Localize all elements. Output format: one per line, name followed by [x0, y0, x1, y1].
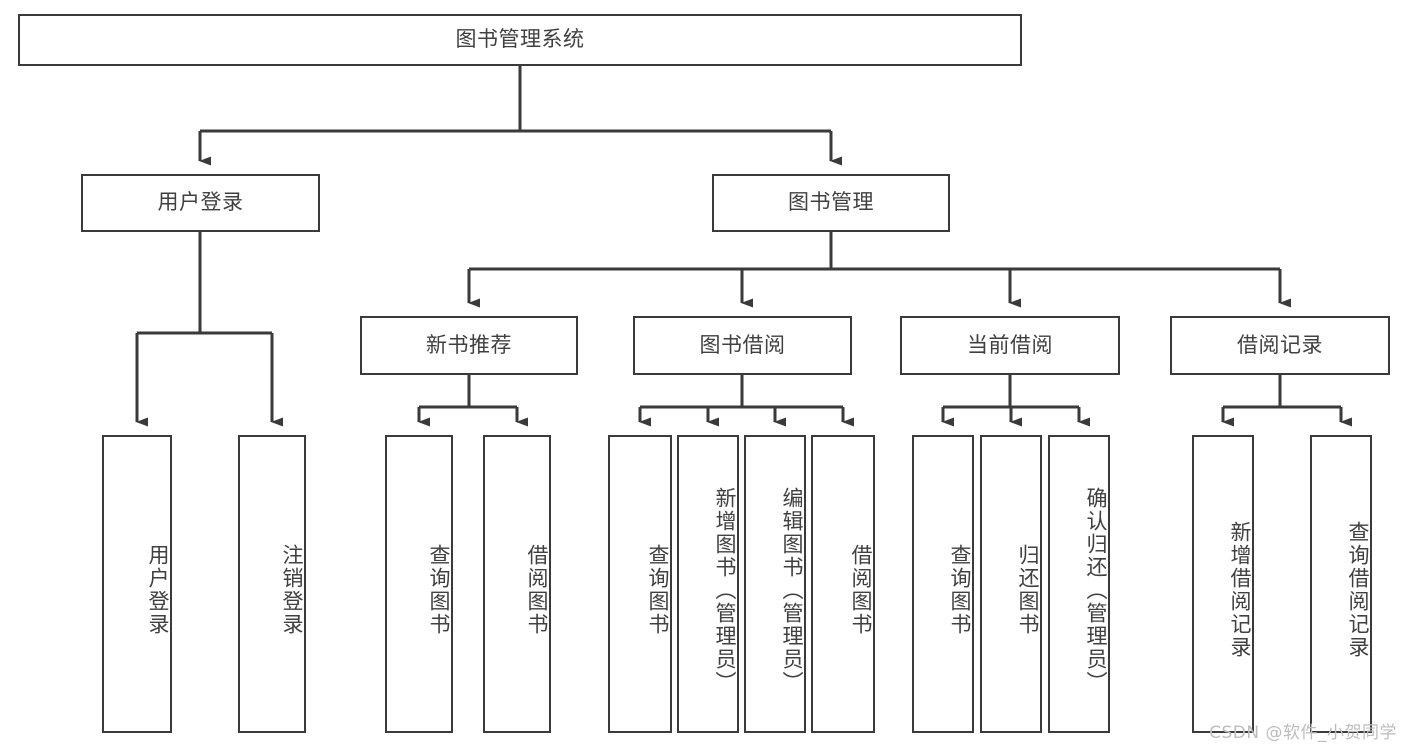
leaf-cb-query-book[interactable]: 查询图书 — [912, 435, 974, 733]
node-root[interactable]: 图书管理系统 — [18, 14, 1022, 66]
leaf-cb-return-book-label: 归还图书 — [1016, 544, 1040, 636]
leaf-bb-add-book-label: 新增图书（管理员） — [713, 486, 737, 694]
leaf-user-logout[interactable]: 注销登录 — [238, 435, 306, 733]
leaf-cb-confirm-return[interactable]: 确认归还（管理员） — [1048, 435, 1110, 733]
node-borrow-records[interactable]: 借阅记录 — [1170, 316, 1390, 375]
leaf-nb-query-book-label: 查询图书 — [427, 544, 451, 636]
leaf-bb-borrow-book[interactable]: 借阅图书 — [811, 435, 875, 733]
leaf-nb-borrow-book[interactable]: 借阅图书 — [483, 435, 551, 733]
leaf-br-query-record[interactable]: 查询借阅记录 — [1310, 435, 1372, 733]
node-root-label: 图书管理系统 — [455, 27, 585, 52]
node-book-management[interactable]: 图书管理 — [712, 174, 950, 232]
node-new-book-recommend-label: 新书推荐 — [426, 332, 512, 357]
leaf-bb-query-book[interactable]: 查询图书 — [608, 435, 672, 733]
leaf-cb-return-book[interactable]: 归还图书 — [980, 435, 1042, 733]
leaf-bb-edit-book[interactable]: 编辑图书（管理员） — [744, 435, 806, 733]
leaf-cb-confirm-return-label: 确认归还（管理员） — [1084, 486, 1108, 694]
leaf-br-query-record-label: 查询借阅记录 — [1346, 521, 1370, 659]
leaf-bb-query-book-label: 查询图书 — [646, 544, 670, 636]
node-user-login-label: 用户登录 — [157, 190, 244, 215]
leaf-br-add-record[interactable]: 新增借阅记录 — [1192, 435, 1254, 733]
csdn-watermark: CSDN @软件_小贺同学 — [1209, 723, 1397, 743]
leaf-nb-query-book[interactable]: 查询图书 — [385, 435, 453, 733]
leaf-bb-borrow-book-label: 借阅图书 — [849, 544, 873, 636]
leaf-bb-edit-book-label: 编辑图书（管理员） — [780, 486, 804, 694]
leaf-br-add-record-label: 新增借阅记录 — [1228, 521, 1252, 659]
node-user-login[interactable]: 用户登录 — [81, 174, 320, 232]
leaf-bb-add-book[interactable]: 新增图书（管理员） — [677, 435, 739, 733]
leaf-cb-query-book-label: 查询图书 — [948, 544, 972, 636]
node-current-borrow[interactable]: 当前借阅 — [900, 316, 1120, 375]
node-book-borrow[interactable]: 图书借阅 — [633, 316, 852, 375]
leaf-user-logout-label: 注销登录 — [280, 544, 304, 636]
node-new-book-recommend[interactable]: 新书推荐 — [360, 316, 578, 375]
node-book-borrow-label: 图书借阅 — [699, 332, 786, 357]
node-current-borrow-label: 当前借阅 — [967, 332, 1053, 357]
node-borrow-records-label: 借阅记录 — [1237, 332, 1323, 357]
leaf-nb-borrow-book-label: 借阅图书 — [525, 544, 549, 636]
node-book-management-label: 图书管理 — [788, 190, 874, 215]
leaf-user-login-do-label: 用户登录 — [146, 544, 170, 636]
leaf-user-login-do[interactable]: 用户登录 — [102, 435, 172, 733]
